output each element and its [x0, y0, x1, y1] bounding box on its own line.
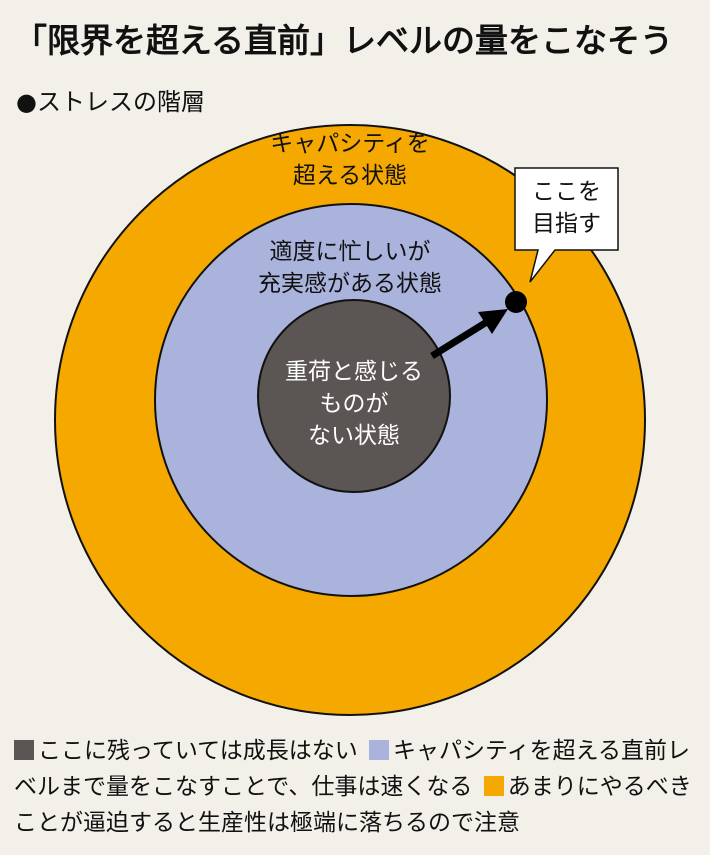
- legend: ここに残っていては成長はない キャパシティを超える直前レベルまで量をこなすことで…: [14, 733, 704, 841]
- callout-label: ここを 目指す: [515, 176, 618, 240]
- legend-middle-text: キャパシティを超える直前レベルまで量をこなすことで、仕事は速くなる: [14, 738, 690, 800]
- callout-box: [514, 167, 619, 283]
- inner-circle: [257, 299, 451, 493]
- page-title: 「限界を超える直前」レベルの量をこなそう: [14, 21, 674, 60]
- diagram-subtitle: ●ストレスの階層: [16, 88, 205, 116]
- legend-inner-text: ここに残っていては成長はない: [38, 738, 358, 764]
- outer-label-line2: 超える状態: [292, 163, 408, 189]
- middle-swatch: [369, 740, 390, 760]
- outer-swatch: [483, 776, 504, 796]
- middle-label-line2: 充実感がある状態: [258, 271, 442, 297]
- inner-label-line2: ものが: [319, 391, 389, 417]
- target-dot: [505, 291, 527, 313]
- inner-circle-label: 重荷と感じる ものが ない状態: [264, 356, 444, 452]
- inner-swatch: [14, 740, 34, 760]
- outer-label-line1: キャパシティを: [270, 131, 430, 157]
- outer-ring-label: キャパシティを 超える状態: [250, 128, 450, 192]
- arrow-shaft: [430, 317, 492, 359]
- callout-line2: 目指す: [532, 211, 601, 237]
- middle-label-line1: 適度に忙しいが: [269, 239, 431, 265]
- legend-outer-text: あまりにやるべきことが逼迫すると生産性は極端に落ちるので注意: [14, 774, 692, 836]
- inner-label-line3: ない状態: [308, 423, 400, 449]
- inner-label-line1: 重荷と感じる: [285, 359, 423, 385]
- arrow-head-icon: [478, 309, 508, 334]
- callout-line1: ここを: [532, 179, 601, 205]
- middle-ring-label: 適度に忙しいが 充実感がある状態: [240, 236, 460, 300]
